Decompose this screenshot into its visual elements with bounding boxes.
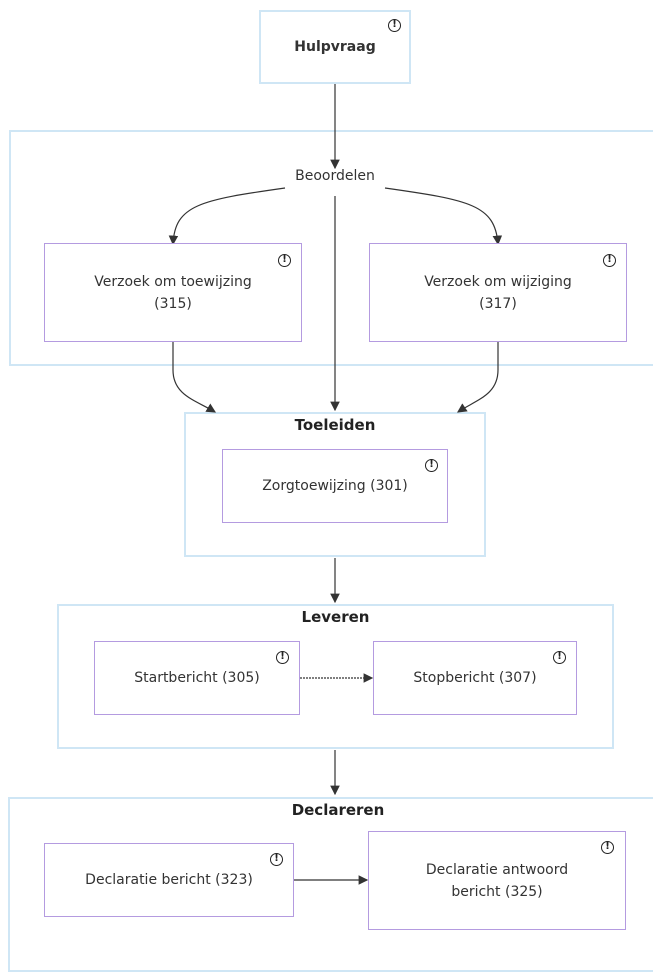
node-stopbericht-label: Stopbericht (307) — [413, 670, 537, 686]
node-verzoek-wijziging[interactable]: Verzoek om wijziging (317) — [369, 243, 627, 342]
group-title-declareren: Declareren — [291, 801, 385, 819]
node-declaratie-bericht[interactable]: Declaratie bericht (323) — [44, 843, 294, 917]
node-declaratie-antwoord-label: Declaratie antwoord bericht (325) — [425, 861, 569, 900]
info-icon[interactable]: ! — [603, 254, 616, 267]
node-hulpvraag-label: Hulpvraag — [294, 39, 376, 55]
edge-beoordelen-toewijzing — [168, 187, 286, 246]
node-verzoek-toewijzing-label: Verzoek om toewijzing (315) — [94, 273, 252, 312]
info-icon[interactable]: ! — [276, 651, 289, 664]
node-verzoek-toewijzing[interactable]: Verzoek om toewijzing (315) — [44, 243, 302, 342]
group-title-toeleiden: Toeleiden — [294, 416, 376, 434]
node-stopbericht[interactable]: Stopbericht (307) — [373, 641, 577, 715]
edge-beoordelen-wijziging — [384, 187, 503, 246]
edge-toewijzing-toeleiden — [172, 342, 217, 413]
node-zorgtoewijzing-label: Zorgtoewijzing (301) — [262, 478, 408, 494]
node-startbericht[interactable]: Startbericht (305) — [94, 641, 300, 715]
info-icon[interactable]: ! — [278, 254, 291, 267]
node-hulpvraag[interactable]: Hulpvraag — [259, 10, 411, 84]
info-icon[interactable]: ! — [425, 459, 438, 472]
node-declaratie-bericht-label: Declaratie bericht (323) — [85, 872, 253, 888]
node-verzoek-wijziging-label: Verzoek om wijziging (317) — [424, 273, 572, 312]
node-zorgtoewijzing[interactable]: Zorgtoewijzing (301) — [222, 449, 448, 523]
group-title-leveren: Leveren — [301, 608, 370, 626]
info-icon[interactable]: ! — [601, 841, 614, 854]
info-icon[interactable]: ! — [270, 853, 283, 866]
node-beoordelen[interactable]: Beoordelen — [295, 168, 375, 184]
edge-wijziging-toeleiden — [457, 342, 499, 413]
info-icon[interactable]: ! — [553, 651, 566, 664]
node-declaratie-antwoord[interactable]: Declaratie antwoord bericht (325) — [368, 831, 626, 930]
info-icon[interactable]: ! — [388, 19, 401, 32]
node-startbericht-label: Startbericht (305) — [134, 670, 260, 686]
